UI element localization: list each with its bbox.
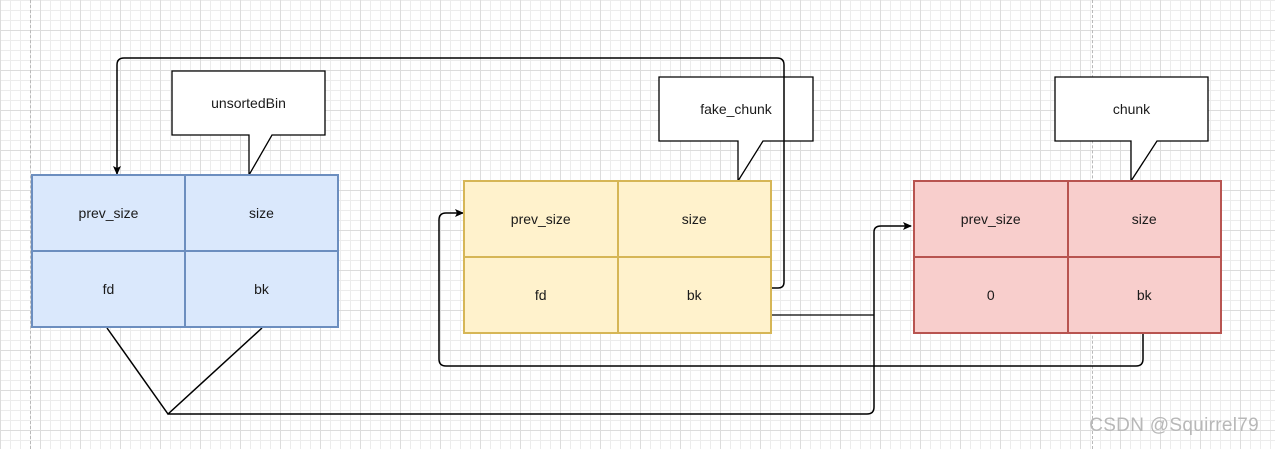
- edge-chunk-bk-to-fake-chunk[interactable]: [438, 209, 1144, 367]
- unsorted-bin-block[interactable]: prev_size size fd bk: [31, 174, 339, 328]
- chunk-prev-size[interactable]: prev_size: [914, 181, 1068, 257]
- unsorted-bin-fd[interactable]: fd: [32, 251, 185, 327]
- edge-fake-chunk-bk-to-unsorted-bin[interactable]: [113, 57, 785, 289]
- unsorted-bin-prev-size[interactable]: prev_size: [32, 175, 185, 251]
- fake-chunk-block[interactable]: prev_size size fd bk: [463, 180, 772, 334]
- page-guide-left: [30, 0, 31, 449]
- chunk-size[interactable]: size: [1067, 181, 1221, 257]
- callout-fake-chunk[interactable]: [658, 76, 814, 184]
- callout-chunk[interactable]: [1054, 76, 1209, 184]
- callout-label-fake-chunk: fake_chunk: [700, 101, 772, 117]
- unsorted-bin-size[interactable]: size: [185, 175, 338, 251]
- chunk-block[interactable]: prev_size size 0 bk: [913, 180, 1222, 334]
- watermark: CSDN @Squirrel79: [1089, 415, 1259, 436]
- fake-chunk-fd[interactable]: fd: [464, 257, 618, 333]
- edge-unsorted-bin-to-chunk[interactable]: [106, 226, 911, 416]
- unsorted-bin-bk[interactable]: bk: [185, 251, 338, 327]
- fake-chunk-bk[interactable]: bk: [617, 257, 771, 333]
- fake-chunk-prev-size[interactable]: prev_size: [464, 181, 618, 257]
- chunk-bk[interactable]: bk: [1067, 257, 1221, 333]
- chunk-fd[interactable]: 0: [914, 257, 1068, 333]
- fake-chunk-size[interactable]: size: [617, 181, 771, 257]
- callout-label-unsorted-bin: unsortedBin: [211, 95, 286, 111]
- callout-label-chunk: chunk: [1112, 101, 1151, 117]
- callout-unsorted-bin[interactable]: [171, 70, 326, 178]
